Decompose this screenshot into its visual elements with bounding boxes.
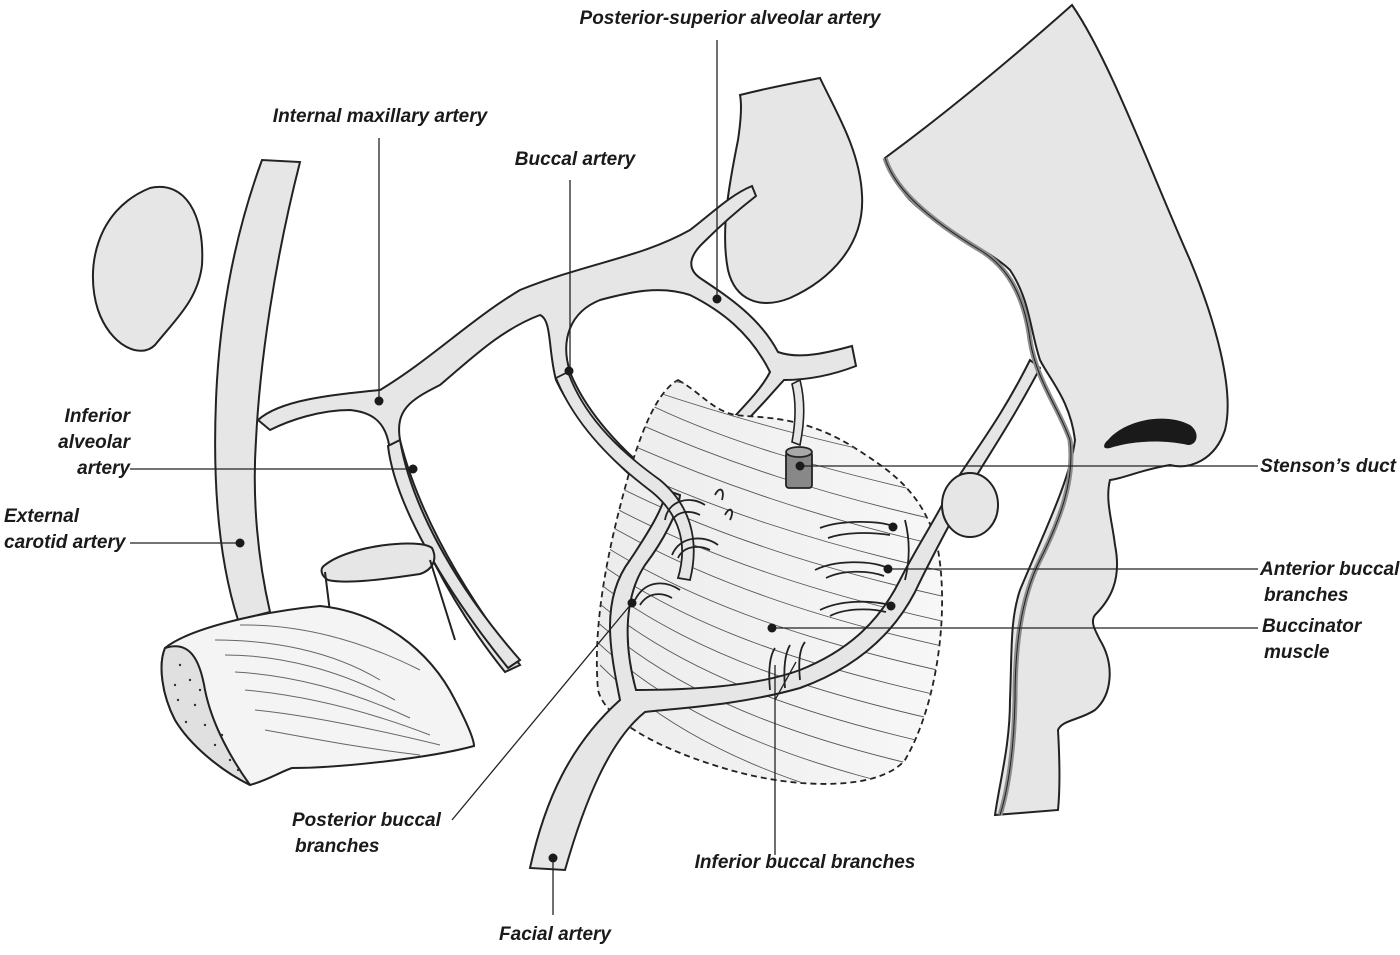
- dot-anterior-buccal-2: [883, 564, 893, 574]
- anterior-buccal-branches: [814, 519, 910, 617]
- label-line: Posterior buccal: [292, 810, 441, 831]
- label-text: Internal maxillary artery: [272, 106, 488, 127]
- label-line: Anterior buccal: [1260, 559, 1400, 580]
- marker-dots: [235, 294, 898, 863]
- dot-stensons-duct: [795, 461, 805, 471]
- label-stensons-duct: Stenson’s duct: [1230, 454, 1396, 480]
- maxilla-block: [724, 76, 864, 304]
- label-line: branches: [295, 836, 380, 857]
- leader-inferior-buccal-branch-a: [774, 661, 797, 701]
- label-text: Stenson’s duct: [1260, 456, 1396, 477]
- posterior-buccal-branches: [634, 488, 733, 606]
- label-line: branches: [1264, 585, 1349, 606]
- nasal-band-edge: [884, 157, 1072, 816]
- label-posterior-buccal: Posterior buccal branches: [292, 808, 462, 860]
- external-carotid-vessel: [214, 158, 302, 622]
- label-external-carotid: External carotid artery: [4, 504, 134, 556]
- label-text: Inferior buccal branches: [694, 852, 916, 873]
- dot-posterior-buccal: [627, 598, 637, 608]
- dot-external-carotid: [235, 538, 245, 548]
- buccinator-muscle-shape: [595, 378, 943, 785]
- label-line: muscle: [1264, 642, 1330, 663]
- label-line: Inferior: [64, 406, 130, 427]
- label-line: External: [4, 506, 79, 527]
- label-inferior-buccal: Inferior buccal branches: [680, 850, 930, 876]
- mandible-texture: [214, 624, 441, 756]
- ramus-strut: [324, 559, 456, 641]
- dot-inferior-alveolar: [408, 464, 418, 474]
- dot-anterior-buccal-1: [888, 522, 898, 532]
- label-inferior-alveolar: Inferior alveolar artery: [20, 404, 130, 482]
- mandible-stipple: [173, 663, 240, 772]
- dot-internal-maxillary: [374, 396, 384, 406]
- dot-posterior-superior-alveolar: [712, 294, 722, 304]
- label-anterior-buccal: Anterior buccal branches: [1260, 557, 1400, 609]
- label-buccal-artery: Buccal artery: [495, 147, 655, 173]
- dot-buccal-artery: [564, 366, 574, 376]
- label-line: artery: [77, 458, 130, 479]
- buccal-vessel: [554, 370, 695, 582]
- lip-oval: [941, 472, 999, 538]
- label-buccinator: Buccinator muscle: [1262, 614, 1392, 666]
- duct-feeder-vessel: [791, 378, 805, 447]
- dot-facial-artery: [548, 853, 558, 863]
- label-text: Posterior-superior alveolar artery: [579, 8, 881, 29]
- nostril-shape: [1104, 418, 1197, 449]
- zygoma-shape: [91, 185, 204, 352]
- label-line: alveolar: [58, 432, 130, 453]
- mandible-cut-face: [160, 645, 251, 786]
- label-posterior-superior-alveolar: Posterior-superior alveolar artery: [560, 6, 900, 32]
- label-facial-artery: Facial artery: [480, 922, 630, 948]
- label-line: carotid artery: [4, 532, 126, 553]
- dot-anterior-buccal-3: [886, 601, 896, 611]
- label-text: Buccal artery: [514, 149, 636, 170]
- inferior-alveolar-vessel: [386, 438, 522, 670]
- ramus-capsule: [320, 542, 436, 583]
- label-text: Facial artery: [499, 924, 611, 945]
- leader-posterior-buccal: [451, 602, 633, 821]
- label-line: Buccinator: [1262, 616, 1362, 637]
- label-internal-maxillary: Internal maxillary artery: [255, 104, 505, 130]
- dot-buccinator: [767, 623, 777, 633]
- leader-lines: [130, 40, 1258, 915]
